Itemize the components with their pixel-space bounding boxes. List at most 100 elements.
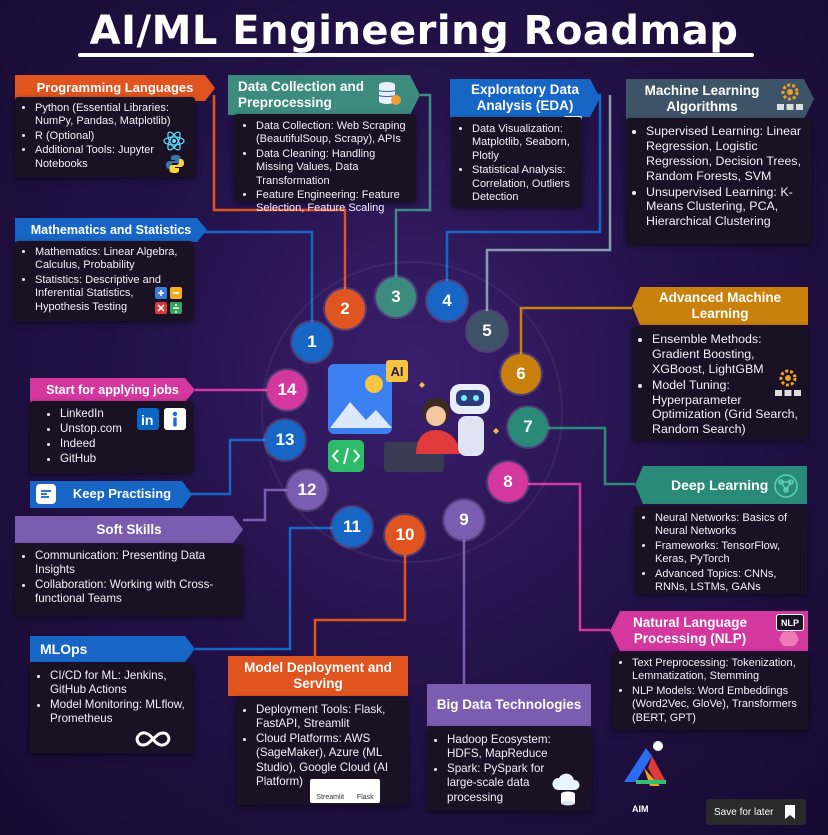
list-item: GitHub <box>60 452 189 466</box>
deep-learning-card: Neural Networks: Basics of Neural Networ… <box>635 506 807 594</box>
list-item: Text Preprocessing: Tokenization, Lemmat… <box>632 657 804 684</box>
linkedin-icon[interactable]: in <box>137 408 159 430</box>
step-5[interactable]: 5 <box>467 311 507 351</box>
ai-badge: AI <box>390 363 404 379</box>
data-collection-card: Data Collection: Web Scraping (Beautiful… <box>234 114 416 214</box>
list-item: Neural Networks: Basics of Neural Networ… <box>655 512 803 539</box>
jobs-header: Start for applying jobs <box>30 378 195 402</box>
database-icon <box>378 82 401 105</box>
connector-11 <box>195 526 352 651</box>
indeed-icon[interactable] <box>164 408 186 430</box>
cloud-database-icon <box>552 773 580 806</box>
soft-skills-card: Communication: Presenting Data Insights … <box>15 544 243 616</box>
list-item: Collaboration: Working with Cross-functi… <box>35 578 239 606</box>
list-item: Unstop.com <box>60 422 189 436</box>
list-item: Communication: Presenting Data Insights <box>35 549 239 577</box>
step-1[interactable]: 1 <box>292 322 332 362</box>
programming-languages-card: Python (Essential Libraries: NumPy, Pand… <box>15 97 195 177</box>
advanced-ml-card: Ensemble Methods: Gradient Boosting, XGB… <box>632 326 808 440</box>
step-13[interactable]: 13 <box>265 420 305 460</box>
react-icon <box>163 131 185 151</box>
page-title: AI/ML Engineering Roadmap <box>89 8 739 54</box>
list-item: Mathematics: Linear Algebra, Calculus, P… <box>35 246 187 273</box>
gear-icon <box>777 83 803 110</box>
list-item: Statistics: Descriptive and Inferential … <box>35 274 187 314</box>
list-item: Model Tuning: Hyperparameter Optimizatio… <box>652 378 800 438</box>
tool-logos: Streamlit Flask <box>310 779 380 803</box>
aim-logo <box>624 741 666 786</box>
big-data-header: Big Data Technologies <box>427 684 591 726</box>
soft-skills-header: Soft Skills <box>15 516 243 543</box>
step-6[interactable]: 6 <box>501 354 541 394</box>
connector-6 <box>519 306 632 374</box>
list-item: Cloud Platforms: AWS (SageMaker), Azure … <box>256 732 404 789</box>
step-12[interactable]: 12 <box>287 470 327 510</box>
nlp-badge: NLP <box>776 614 804 631</box>
step-4[interactable]: 4 <box>427 281 467 321</box>
title-underline <box>78 53 754 57</box>
bookmark-icon <box>785 805 795 819</box>
step-7[interactable]: 7 <box>508 407 548 447</box>
deployment-header: Model Deployment and Serving <box>228 656 408 696</box>
list-item: R (Optional) <box>35 130 185 143</box>
ai-developer-illustration <box>328 360 499 472</box>
connector-5 <box>485 95 612 330</box>
advanced-ml-header: Advanced Machine Learning <box>632 287 808 325</box>
list-item: Unsupervised Learning: K-Means Clusterin… <box>646 185 808 230</box>
step-10[interactable]: 10 <box>385 515 425 555</box>
calculator-icon <box>155 287 182 314</box>
ml-algorithms-card: Supervised Learning: Linear Regression, … <box>626 118 812 244</box>
eda-card: Data Visualization: Matplotlib, Seaborn,… <box>452 117 582 207</box>
nlp-header: Natural Language Processing (NLP) <box>610 611 808 651</box>
save-for-later-label: Save for later <box>714 806 774 818</box>
deep-learning-header: Deep Learning <box>635 466 807 504</box>
connector-3 <box>394 93 432 296</box>
list-item: Supervised Learning: Linear Regression, … <box>646 124 808 184</box>
python-icon <box>166 155 184 173</box>
svg-text:in: in <box>141 412 153 428</box>
step-9[interactable]: 9 <box>444 500 484 540</box>
list-item: Data Collection: Web Scraping (Beautiful… <box>256 120 410 147</box>
gear-icon <box>775 369 801 396</box>
programming-languages-header: Programming Languages <box>15 75 215 101</box>
list-item: Frameworks: TensorFlow, Keras, PyTorch <box>655 540 803 567</box>
list-item: Advanced Topics: CNNs, RNNs, LSTMs, GANs <box>655 568 803 595</box>
connector-1 <box>195 230 314 340</box>
list-item: Ensemble Methods: Gradient Boosting, XGB… <box>652 332 800 377</box>
list-item: Spark: PySpark for large-scale data proc… <box>447 762 567 804</box>
list-item: CI/CD for ML: Jenkins, GitHub Actions <box>50 669 189 697</box>
list-item: Indeed <box>60 437 189 451</box>
connector-13 <box>190 438 266 496</box>
list-item: Model Monitoring: MLflow, Prometheus <box>50 698 189 726</box>
list-item: Hadoop Ecosystem: HDFS, MapReduce <box>447 733 567 761</box>
step-14[interactable]: 14 <box>267 370 307 410</box>
list-item: Python (Essential Libraries: NumPy, Pand… <box>35 102 185 129</box>
eda-header: Exploratory Data Analysis (EDA) <box>450 79 600 117</box>
list-item: Deployment Tools: Flask, FastAPI, Stream… <box>256 703 404 731</box>
practice-icon <box>36 484 56 504</box>
list-item: Data Cleaning: Handling Missing Values, … <box>256 148 410 188</box>
step-8[interactable]: 8 <box>488 462 528 502</box>
list-item: Data Visualization: Matplotlib, Seaborn,… <box>472 123 578 163</box>
step-2[interactable]: 2 <box>325 289 365 329</box>
step-3[interactable]: 3 <box>376 277 416 317</box>
list-item: Feature Engineering: Feature Selection, … <box>256 189 410 216</box>
step-11[interactable]: 11 <box>332 507 372 547</box>
connector-12 <box>243 488 288 522</box>
list-item: Additional Tools: Jupyter Notebooks <box>35 144 185 171</box>
infinity-icon <box>135 731 171 747</box>
nlp-card: Text Preprocessing: Tokenization, Lemmat… <box>612 652 808 730</box>
save-for-later-button[interactable]: Save for later <box>706 799 806 825</box>
mlops-card: CI/CD for ML: Jenkins, GitHub Actions Mo… <box>30 663 193 753</box>
brain-icon <box>774 474 798 498</box>
streamlit-logo: Streamlit <box>316 794 345 801</box>
connector-8 <box>528 482 610 632</box>
mathematics-header: Mathematics and Statistics <box>15 218 207 242</box>
ml-algorithms-header: Machine Learning Algorithms <box>626 79 814 119</box>
mlops-header: MLOps <box>30 636 195 662</box>
brain-icon <box>779 631 799 647</box>
keep-practising-button[interactable]: Keep Practising <box>30 481 192 508</box>
connector-2 <box>212 95 347 309</box>
list-item: Statistical Analysis: Correlation, Outli… <box>472 164 578 204</box>
